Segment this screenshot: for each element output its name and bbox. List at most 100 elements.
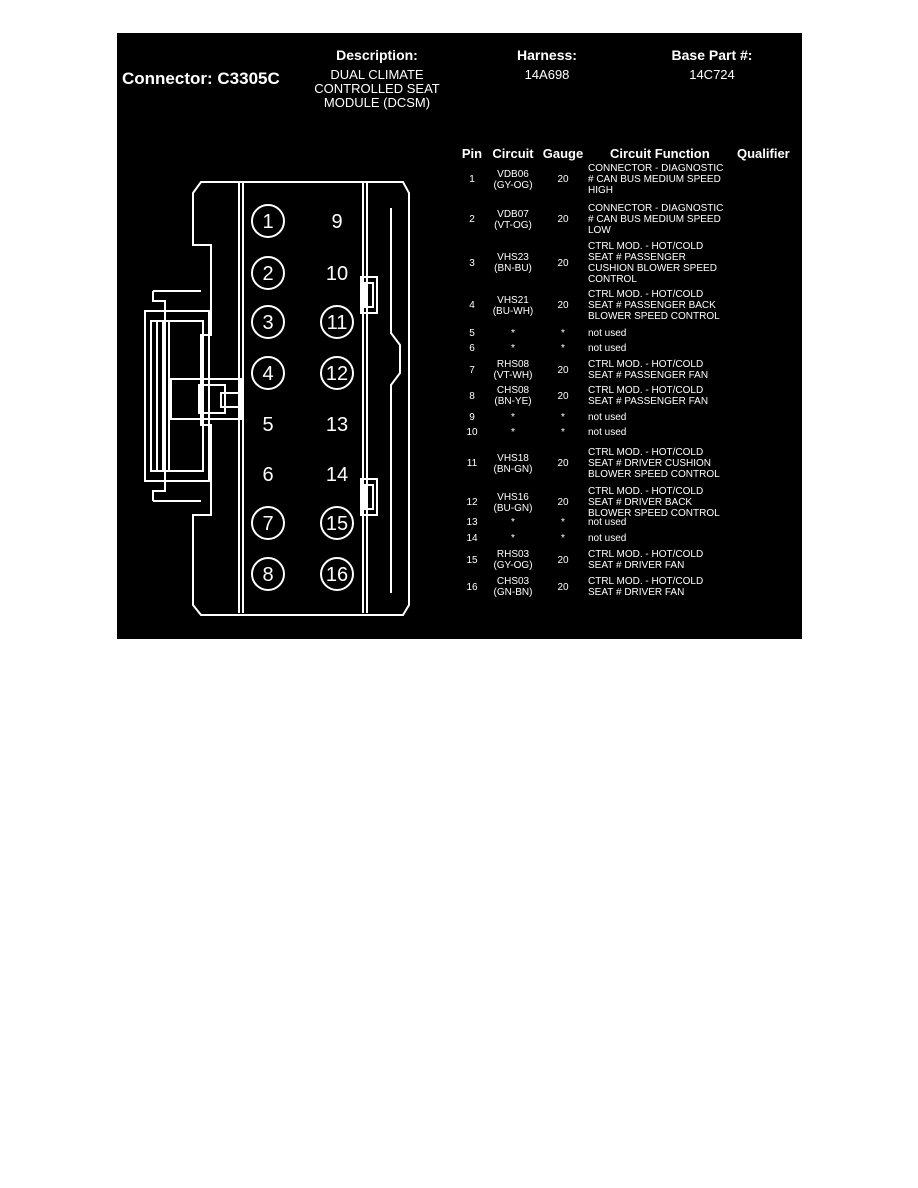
pin-label: 7 bbox=[262, 513, 273, 535]
description-line: MODULE (DCSM) bbox=[323, 95, 431, 110]
pin-number-cell: 8 bbox=[469, 390, 475, 402]
function-line: BLOWER SPEED CONTROL bbox=[588, 469, 720, 480]
pin-label: 16 bbox=[326, 564, 348, 586]
function-line: SEAT # DRIVER CUSHION bbox=[588, 458, 711, 469]
circuit-line: (GY-OG) bbox=[493, 560, 533, 571]
circuit-line: * bbox=[511, 412, 515, 423]
circuit-line: * bbox=[511, 427, 515, 438]
function-line: CUSHION BLOWER SPEED bbox=[588, 263, 717, 274]
pin-circle bbox=[320, 356, 354, 390]
pin-label: 9 bbox=[331, 211, 342, 233]
function-line: not used bbox=[588, 427, 627, 438]
function-line: CTRL MOD. - HOT/COLD bbox=[588, 359, 704, 370]
pin-label: 11 bbox=[327, 312, 348, 334]
col-header-function: Circuit Function bbox=[610, 146, 710, 161]
circuit-cell: VHS23(BN-BU) bbox=[483, 252, 543, 274]
function-line: CTRL MOD. - HOT/COLD bbox=[588, 289, 704, 300]
gauge-cell: 20 bbox=[557, 554, 569, 566]
description-heading: Description: bbox=[336, 47, 418, 63]
connector-label: Connector: C3305C bbox=[122, 69, 280, 88]
gauge-cell: * bbox=[561, 343, 565, 354]
pin-circle bbox=[320, 305, 354, 339]
base-part-heading: Base Part #: bbox=[671, 47, 753, 63]
circuit-function-cell: not used bbox=[588, 412, 738, 423]
pin-circle bbox=[251, 305, 285, 339]
pin-number-cell: 9 bbox=[469, 412, 475, 423]
function-line: CTRL MOD. - HOT/COLD bbox=[588, 486, 704, 497]
gauge-cell: 20 bbox=[557, 458, 569, 469]
col-header-circuit: Circuit bbox=[492, 146, 534, 161]
pin-circle bbox=[251, 506, 285, 540]
circuit-line: (BN-BU) bbox=[494, 263, 532, 274]
gauge-cell: * bbox=[561, 427, 565, 438]
circuit-cell: CHS08(BN-YE) bbox=[483, 385, 543, 407]
circuit-cell: * bbox=[483, 427, 543, 438]
circuit-cell: VDB07(VT-OG) bbox=[483, 209, 543, 231]
circuit-cell: * bbox=[483, 328, 543, 339]
gauge-cell: 20 bbox=[557, 390, 569, 402]
gauge-cell: * bbox=[561, 412, 565, 423]
pin-circle bbox=[251, 256, 285, 290]
pin-label: 4 bbox=[262, 363, 273, 385]
pin-circle bbox=[251, 204, 285, 238]
gauge-cell: * bbox=[561, 328, 565, 339]
pin-circle bbox=[251, 557, 285, 591]
circuit-line: VHS16 bbox=[497, 491, 529, 503]
circuit-line: RHS03 bbox=[496, 549, 530, 560]
circuit-line: * bbox=[511, 343, 515, 354]
pin-number-cell: 14 bbox=[466, 533, 478, 544]
gauge-cell: 20 bbox=[557, 364, 569, 376]
function-line: CTRL MOD. - HOT/COLD bbox=[588, 241, 704, 252]
circuit-line: VHS21 bbox=[497, 294, 529, 306]
gauge-cell: 20 bbox=[557, 214, 569, 225]
pin-label: 14 bbox=[326, 464, 348, 486]
pin-number-cell: 5 bbox=[469, 328, 475, 339]
gauge-cell: * bbox=[561, 533, 565, 544]
function-line: CTRL MOD. - HOT/COLD bbox=[588, 576, 704, 587]
circuit-line: (BU-WH) bbox=[492, 305, 534, 317]
function-line: CTRL MOD. - HOT/COLD bbox=[588, 447, 704, 458]
function-line: HIGH bbox=[588, 185, 613, 196]
pin-label: 1 bbox=[262, 211, 273, 233]
gauge-cell: 20 bbox=[557, 300, 569, 311]
pin-number-cell: 1 bbox=[469, 174, 475, 185]
circuit-cell: * bbox=[483, 343, 543, 354]
function-line: CONNECTOR - DIAGNOSTIC bbox=[588, 203, 724, 214]
circuit-line: CHS03 bbox=[496, 576, 530, 587]
circuit-line: VHS23 bbox=[497, 252, 529, 263]
function-line: not used bbox=[588, 412, 627, 423]
circuit-cell: * bbox=[483, 412, 543, 423]
function-line: SEAT # DRIVER FAN bbox=[588, 587, 685, 598]
pin-number-cell: 15 bbox=[466, 554, 478, 566]
pin-circle bbox=[320, 557, 354, 591]
circuit-cell: CHS03(GN-BN) bbox=[483, 576, 543, 598]
circuit-line: VDB07 bbox=[497, 208, 529, 220]
function-line: LOW bbox=[588, 225, 611, 236]
circuit-function-cell: not used bbox=[588, 517, 738, 528]
description-line: DUAL CLIMATE bbox=[330, 67, 424, 82]
function-line: not used bbox=[588, 517, 627, 528]
pin-number-cell: 12 bbox=[466, 497, 478, 508]
circuit-line: (BN-GN) bbox=[493, 463, 533, 475]
circuit-line: (VT-OG) bbox=[494, 219, 532, 231]
function-line: SEAT # PASSENGER BACK bbox=[588, 300, 716, 311]
circuit-cell: * bbox=[483, 517, 543, 528]
circuit-cell: VHS21(BU-WH) bbox=[483, 295, 543, 317]
function-line: # CAN BUS MEDIUM SPEED bbox=[588, 214, 721, 225]
pin-label: 10 bbox=[326, 263, 348, 285]
pin-number-cell: 6 bbox=[469, 343, 475, 354]
function-line: CTRL MOD. - HOT/COLD bbox=[588, 549, 704, 560]
gauge-cell: 20 bbox=[557, 497, 569, 508]
gauge-cell: * bbox=[561, 517, 565, 528]
function-line: CTRL MOD. - HOT/COLD bbox=[588, 385, 704, 396]
pin-number-cell: 10 bbox=[466, 427, 478, 438]
circuit-line: RHS08 bbox=[496, 359, 530, 370]
circuit-cell: RHS03(GY-OG) bbox=[483, 549, 543, 571]
connector-outline bbox=[144, 181, 410, 616]
pin-label: 8 bbox=[262, 564, 273, 586]
